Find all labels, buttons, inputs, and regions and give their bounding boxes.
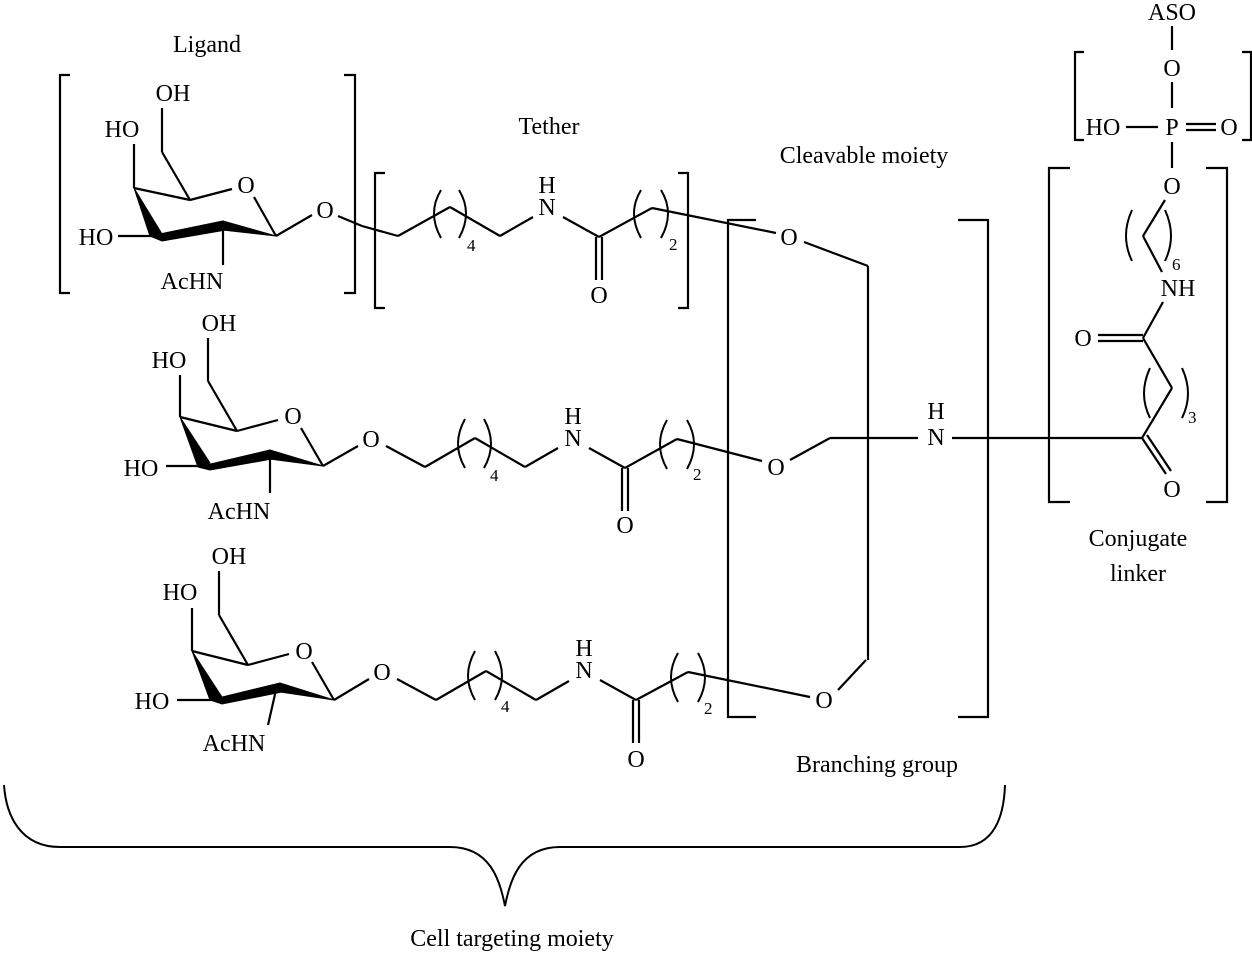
tether-2: 4 H N O 2 bbox=[425, 404, 762, 539]
linker-oxygen: O bbox=[1163, 174, 1180, 200]
ho-label: HO bbox=[105, 117, 140, 143]
phosphate-oxygen: O bbox=[1163, 56, 1180, 82]
glycosidic-oxygen: O bbox=[362, 427, 379, 453]
conjugate-linker: O 6 NH O 3 O bbox=[1049, 168, 1227, 503]
ho-label: HO bbox=[135, 689, 170, 715]
repeat-count: 2 bbox=[669, 235, 678, 254]
cell-targeting-moiety-label: Cell targeting moiety bbox=[410, 926, 614, 952]
ho-label: HO bbox=[163, 580, 198, 606]
ho-label: HO bbox=[1086, 115, 1121, 141]
branch-oxygen-1: O bbox=[780, 225, 797, 251]
ring-oxygen: O bbox=[237, 173, 254, 199]
linker-bracket-right bbox=[1206, 168, 1227, 502]
paren-close bbox=[687, 420, 694, 469]
repeat-count: 4 bbox=[467, 236, 476, 255]
paren-open bbox=[468, 651, 475, 700]
amide-n: N bbox=[538, 195, 555, 221]
branching-bracket-left bbox=[728, 220, 756, 717]
ring-oxygen: O bbox=[295, 639, 312, 665]
tether-3: 4 H N O 2 bbox=[436, 636, 810, 773]
repeat-count: 3 bbox=[1188, 408, 1197, 427]
repeat-count: 4 bbox=[490, 466, 499, 485]
paren-close bbox=[661, 190, 668, 238]
ho-label: HO bbox=[152, 348, 187, 374]
glycosidic-oxygen: O bbox=[373, 660, 390, 686]
achn-label: AcHN bbox=[161, 269, 224, 295]
oh-label: OH bbox=[212, 544, 247, 570]
carbonyl-oxygen: O bbox=[616, 513, 633, 539]
branching-bracket-right bbox=[958, 220, 988, 717]
arm-3: OH HO HO O O AcHN 4 H bbox=[135, 544, 810, 773]
arm-2: OH HO HO O O AcHN 4 H bbox=[124, 311, 762, 539]
repeat-count: 2 bbox=[693, 465, 702, 484]
conjugate-linker-label-line2: linker bbox=[1110, 561, 1166, 587]
ring-oxygen: O bbox=[284, 404, 301, 430]
galnac-sugar-2: OH HO HO O O AcHN bbox=[124, 311, 425, 525]
branching-group: O O O H N bbox=[728, 220, 1142, 717]
phosphoryl-oxygen: O bbox=[1220, 115, 1237, 141]
ligand-bracket-right bbox=[344, 75, 355, 293]
phosphate-bracket-right bbox=[1242, 52, 1251, 140]
carbonyl-oxygen: O bbox=[1074, 326, 1091, 352]
tether-label: Tether bbox=[519, 114, 580, 140]
ligand-bracket-left bbox=[60, 75, 70, 293]
branch-oxygen-2: O bbox=[767, 455, 784, 481]
glycosidic-oxygen: O bbox=[316, 198, 333, 224]
paren-close bbox=[495, 651, 502, 700]
cell-targeting-brace bbox=[4, 785, 1005, 906]
phosphate-group: ASO O HO P O bbox=[1075, 0, 1251, 168]
tether-bracket-left bbox=[375, 173, 385, 308]
achn-label: AcHN bbox=[208, 499, 271, 525]
cleavable-moiety-label: Cleavable moiety bbox=[780, 143, 949, 169]
linker-bracket-left bbox=[1049, 168, 1070, 502]
amide-n: N bbox=[564, 426, 581, 452]
oh-label: OH bbox=[156, 81, 191, 107]
ho-label: HO bbox=[79, 225, 114, 251]
tether-bracket-right bbox=[678, 173, 688, 308]
carbonyl-oxygen: O bbox=[590, 283, 607, 309]
repeat-count: 6 bbox=[1172, 255, 1181, 274]
repeat-count: 4 bbox=[501, 697, 510, 716]
repeat-count: 2 bbox=[704, 699, 713, 718]
conjugate-linker-label-line1: Conjugate bbox=[1089, 526, 1188, 552]
galnac-sugar-1: OH HO HO O O AcHN bbox=[79, 81, 362, 295]
arm-1: OH HO HO O O AcHN bbox=[60, 75, 776, 309]
linker-nh: NH bbox=[1161, 276, 1196, 302]
branch-oxygen-3: O bbox=[815, 688, 832, 714]
oh-label: OH bbox=[202, 311, 237, 337]
carbonyl-oxygen: O bbox=[627, 747, 644, 773]
amine-h: H bbox=[927, 399, 944, 425]
amide-n: N bbox=[575, 658, 592, 684]
paren-close bbox=[698, 653, 705, 702]
ho-label: HO bbox=[124, 456, 159, 482]
galnac-sugar-3: OH HO HO O O AcHN bbox=[135, 544, 436, 757]
branching-group-label: Branching group bbox=[796, 752, 958, 778]
amine-n: N bbox=[927, 425, 944, 451]
phosphorus: P bbox=[1165, 115, 1178, 141]
paren-open bbox=[1144, 368, 1150, 418]
achn-label: AcHN bbox=[203, 731, 266, 757]
paren-open bbox=[1126, 210, 1132, 261]
aso-label: ASO bbox=[1148, 0, 1196, 26]
tether-1: 4 H N O 2 bbox=[362, 173, 776, 309]
paren-close bbox=[1165, 210, 1171, 261]
phosphate-bracket-left bbox=[1075, 52, 1084, 140]
carbonyl-oxygen: O bbox=[1163, 477, 1180, 503]
ligand-label: Ligand bbox=[173, 32, 241, 58]
